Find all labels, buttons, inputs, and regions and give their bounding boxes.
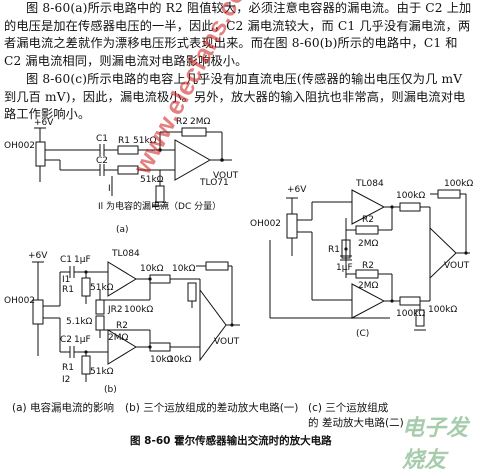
- figure-title: 图 8-60 霍尔传感器输出交流时的放大电路: [130, 435, 332, 447]
- fig-c-r1: R1: [328, 245, 340, 255]
- fig-c-r2b: R2: [362, 261, 374, 271]
- site-logo: 电子发烧友: [402, 415, 469, 473]
- caption-a: (a) 电容漏电流的影响: [12, 402, 114, 414]
- caption-b: (b) 三个运放组成的差动放大电路(一): [125, 402, 299, 414]
- fig-c-r100c: 100kΩ: [396, 309, 425, 319]
- fig-a-amp: TLO71: [199, 178, 229, 188]
- fig-c-vout: VOUT: [444, 261, 470, 271]
- fig-a-supply: +6V: [34, 118, 54, 128]
- fig-b-il1: I1: [62, 275, 70, 285]
- fig-c-r100d: 100kΩ: [428, 305, 457, 315]
- fig-c-r100a: 100kΩ: [396, 191, 425, 201]
- fig-a-il: Il: [108, 184, 113, 194]
- fig-a-r1: R1: [118, 136, 130, 146]
- fig-b-r2-val: 2MΩ: [108, 333, 128, 343]
- fig-b-r10b: 10kΩ: [172, 264, 196, 274]
- watermark-text: www.elecfans.com: [126, 0, 262, 180]
- fig-b-r10a: 10kΩ: [140, 264, 164, 274]
- fig-b-c1-val: 1μF: [74, 255, 91, 265]
- fig-b-amp: TL084: [111, 249, 140, 259]
- fig-c-sensor: OH002: [250, 219, 281, 229]
- circuit-figure: +6V OH002 C1 C2 R1 51kΩ 51kΩ R2 2MΩ TLO7…: [4, 0, 473, 395]
- fig-c-r2a: R2: [362, 215, 374, 225]
- fig-a-vout: VOUT: [213, 171, 239, 181]
- fig-b-c2-val: 1μF: [74, 335, 91, 345]
- fig-b-vout: VOUT: [214, 337, 240, 347]
- fig-c-supply: +6V: [287, 185, 307, 195]
- fig-a-r2: R2: [176, 117, 188, 127]
- fig-b-supply: +6V: [28, 251, 48, 261]
- caption-c-line2: 差动放大电路(二): [322, 417, 404, 429]
- caption-c: (c) 三个运放组成的: [308, 402, 389, 429]
- fig-a-c1: C1: [96, 134, 108, 144]
- fig-b-r1-val: 51kΩ: [90, 283, 114, 293]
- fig-b-c2: C2: [60, 335, 72, 345]
- paragraph-2: 图 8-60(c)所示电路的电容上几乎没有加直流电压(传感器的输出电压仅为几 m…: [4, 72, 466, 121]
- fig-b-c1: C1: [60, 255, 72, 265]
- fig-b-r51: 5.1kΩ: [66, 317, 93, 327]
- fig-a-c2: C2: [96, 156, 108, 166]
- fig-c-r2a-val: 2MΩ: [358, 239, 378, 249]
- fig-b-jr: JR2: [107, 305, 123, 315]
- fig-c-amp: TL084: [355, 179, 384, 189]
- fig-b-r1b-val: 51kΩ: [90, 367, 114, 377]
- fig-b-r10d: 10kΩ: [150, 355, 174, 365]
- fig-c-r2b-val: 2MΩ: [358, 281, 378, 291]
- fig-c-c-val: 1μF: [336, 263, 353, 273]
- fig-b-r1: R1: [62, 285, 74, 295]
- fig-b-r2: R2: [116, 321, 128, 331]
- fig-a-r2-val: 2MΩ: [190, 117, 210, 127]
- fig-a-sensor: OH002: [4, 141, 35, 151]
- fig-c-label: (C): [356, 329, 369, 339]
- fig-a-note: Il 为电容的漏电流（DC 分量）: [98, 200, 221, 212]
- fig-b-r10c: 10kΩ: [168, 355, 192, 365]
- paragraph-1: 图 8-60(a)所示电路中的 R2 阻值较大，必须注意电容器的漏电流。由于 C…: [4, 1, 472, 68]
- fig-a-label: (a): [116, 225, 129, 235]
- fig-b-il2: I2: [62, 375, 70, 385]
- fig-b-label: (b): [104, 385, 117, 395]
- fig-b-r1b: R1: [62, 363, 74, 373]
- fig-c-r100b: 100kΩ: [444, 179, 473, 189]
- fig-a-r1b-val: 51kΩ: [140, 175, 164, 185]
- fig-b-sensor: OH002: [4, 296, 35, 306]
- fig-b-jr-val: 100kΩ: [124, 305, 153, 315]
- fig-a-r1-val: 51kΩ: [133, 136, 157, 146]
